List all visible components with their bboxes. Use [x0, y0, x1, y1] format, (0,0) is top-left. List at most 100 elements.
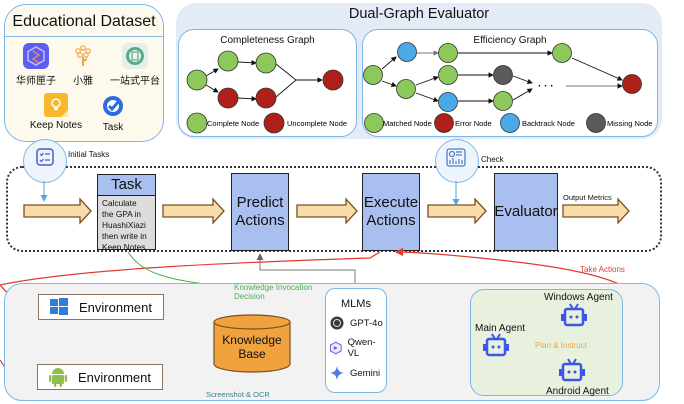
mlms-title: MLMs: [341, 298, 371, 310]
legend-error-node: [434, 113, 454, 133]
knowledge-invocation-line: Knowledge Invocation: [234, 283, 313, 292]
backtrack-node: [397, 42, 417, 62]
complete-node: [217, 50, 239, 72]
knowledge-invocation-label: Knowledge Invocation Decision: [234, 283, 312, 301]
complete-node: [255, 52, 277, 74]
legend-backtrack-label: Backtrack Node: [522, 119, 575, 128]
main-agent-label: Main Agent: [475, 323, 526, 334]
dataset-divider: [5, 36, 163, 37]
windows-environment: Environment: [38, 294, 164, 320]
evaluator-stage: Evaluator: [494, 173, 558, 251]
knowledge-base-cylinder: [213, 314, 291, 373]
pipeline-dotted-container: [6, 166, 662, 252]
model-name: Qwen-VL: [347, 337, 376, 359]
educational-dataset-panel: Educational Dataset 华师匣子 小雅 一站式平台 Keep N…: [4, 4, 164, 142]
dashboard-chart-icon: [446, 148, 466, 167]
knowledge-invocation-line: Decision: [234, 292, 265, 301]
task-line: Keep Notes: [102, 242, 146, 252]
qwen-logo-icon: [329, 341, 342, 355]
task-line: HuashiXiazi: [102, 220, 146, 230]
app-keep-notes: Keep Notes: [27, 93, 85, 131]
app-huashi-xiazi: 华师匣子: [8, 43, 64, 87]
legend-matched-node: [364, 113, 384, 133]
legend-matched-label: Matched Node: [383, 119, 432, 128]
backtrack-node: [438, 92, 458, 112]
huashi-xiazi-app-icon: [23, 43, 49, 69]
matched-node: [438, 43, 458, 63]
task-line: then write in: [102, 231, 147, 241]
legend-missing-label: Missing Node: [607, 119, 652, 128]
mlms-box: MLMs GPT-4o Qwen-VL Gemini: [325, 288, 387, 393]
android-logo-icon: [49, 368, 67, 387]
legend-missing-node: [586, 113, 606, 133]
dataset-title: Educational Dataset: [12, 13, 156, 30]
check-label: Check: [481, 155, 504, 164]
predict-line: Actions: [235, 212, 285, 229]
model-name: GPT-4o: [350, 317, 383, 329]
flow-arrow: [162, 197, 225, 225]
task-card: Task Calculate the GPA in HuashiXiazi th…: [97, 174, 156, 253]
task-app-icon: [100, 93, 126, 119]
android-environment-label: Environment: [78, 369, 151, 385]
android-agent-label: Android Agent: [546, 386, 609, 397]
screenshot-ocr-label: Screenshot & OCR: [206, 390, 270, 399]
keep-notes-app-icon: [44, 93, 68, 117]
take-actions-label: Take Actions: [580, 265, 625, 274]
windows-agent-robot-icon: [561, 303, 587, 327]
efficiency-ellipsis: · · ·: [538, 81, 554, 92]
output-metrics-label: Output Metrics: [563, 193, 612, 202]
openai-logo-icon: [330, 316, 344, 330]
task-description: Calculate the GPA in HuashiXiazi then wr…: [98, 196, 155, 253]
windows-logo-icon: [50, 298, 68, 315]
efficiency-graph: · · · Matched Node Error Node Backtrack …: [363, 42, 652, 133]
matched-node: [363, 65, 383, 85]
gemini-star-icon: [330, 366, 344, 380]
matched-node: [396, 79, 416, 99]
one-stop-platform-app-icon: [122, 43, 148, 69]
android-environment: Environment: [37, 364, 163, 390]
missing-node: [493, 65, 513, 85]
uncomplete-node: [322, 69, 344, 91]
flow-arrow: [23, 197, 92, 225]
error-node: [622, 74, 642, 94]
uncomplete-node: [217, 87, 239, 109]
plan-instruct-label: Plan & Instruct: [535, 341, 588, 350]
app-one-stop-platform: 一站式平台: [105, 43, 163, 87]
legend-complete-node: [186, 112, 208, 134]
android-agent-robot-icon: [559, 358, 585, 382]
knowledge-base-label: Knowledge Base: [212, 333, 292, 361]
output-arrow: [562, 197, 630, 225]
model-gpt4o: GPT-4o: [330, 316, 386, 330]
app-label: 一站式平台: [110, 76, 160, 87]
model-qwen-vl: Qwen-VL: [329, 337, 386, 359]
legend-backtrack-node: [500, 113, 520, 133]
evaluator-label: Evaluator: [494, 203, 558, 220]
matched-node: [438, 65, 458, 85]
execute-line: Execute: [363, 194, 419, 211]
initial-tasks-badge: [23, 139, 67, 183]
matched-node: [552, 43, 572, 63]
flow-arrow: [296, 197, 358, 225]
matched-node: [493, 91, 513, 111]
initial-tasks-label: Initial Tasks: [68, 150, 110, 159]
legend-uncomplete-label: Uncomplete Node: [287, 119, 347, 128]
knowledge-base-line: Base: [238, 347, 266, 361]
app-label: 小雅: [73, 76, 93, 87]
checklist-icon: [36, 148, 54, 166]
windows-environment-label: Environment: [79, 299, 152, 315]
app-task: Task: [85, 93, 141, 133]
flow-arrow: [427, 197, 487, 225]
completeness-graph-title: Completeness Graph: [220, 35, 315, 46]
windows-agent-label: Windows Agent: [544, 292, 613, 303]
app-label: Task: [102, 122, 124, 133]
complete-node: [186, 69, 208, 91]
main-agent-robot-icon: [483, 333, 509, 357]
agents-box: [470, 289, 623, 396]
app-xiaoya: 小雅: [55, 43, 111, 87]
legend-error-label: Error Node: [455, 119, 492, 128]
task-line: the GPA in: [102, 209, 142, 219]
legend-complete-label: Complete Node: [207, 119, 259, 128]
